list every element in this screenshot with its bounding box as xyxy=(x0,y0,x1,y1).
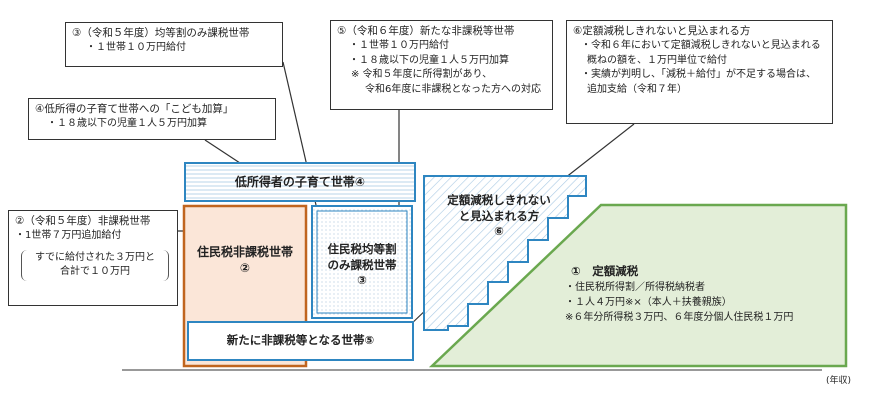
kosodate-label: 低所得者の子育て世帯④ xyxy=(234,175,366,189)
hikazei-label-2: ② xyxy=(239,261,251,276)
callout-6-line-2: 概ねの額を、１万円単位で給付 xyxy=(587,54,727,66)
callout-4: ④低所得の子育て世帯への「こども加算」 ・１８歳以下の児童１人５万円加算 xyxy=(28,98,276,140)
axis-label: (年収) xyxy=(826,376,852,386)
callout-2: ②（令和５年度）非課税世帯 ・1世帯７万円追加給付 すでに給付された３万円と 合… xyxy=(8,210,178,306)
callout-6-line-4: 追加支給（令和７年） xyxy=(587,83,687,95)
callout-6-title: ⑥定額減税しきれないと見込まれる方 xyxy=(573,25,751,37)
callout-2-title: ②（令和５年度）非課税世帯 xyxy=(15,215,151,227)
staircase-6 xyxy=(423,175,587,331)
shiki-label-2: と見込まれる方 xyxy=(458,208,540,223)
genzei-line-2: ・１人４万円※×（本人＋扶養親族） xyxy=(565,297,732,309)
callout-4-title: ④低所得の子育て世帯への「こども加算」 xyxy=(35,103,234,115)
callout-3: ③（令和５年度）均等割のみ課税世帯 ・１世帯１０万円給付 xyxy=(65,22,283,67)
connector-4 xyxy=(204,139,244,166)
hikazei-label-1: 住民税非課税世帯 xyxy=(196,245,293,259)
callout-5-title: ⑤（令和６年度）新たな非課税等世帯 xyxy=(337,25,515,37)
callout-2-note-1: すでに給付された３万円と xyxy=(34,251,156,263)
genzei-text: ① 定額減税 ・住民税所得割／所得税納税者 ・１人４万円※×（本人＋扶養親族） … xyxy=(565,263,840,325)
callout-3-title: ③（令和５年度）均等割のみ課税世帯 xyxy=(72,27,250,39)
callout-5-line-1: ・１世帯１０万円給付 xyxy=(349,40,449,52)
kintou-label-2: のみ課税世帯 xyxy=(327,257,397,272)
genzei-line-1: ・住民税所得割／所得税納税者 xyxy=(565,282,705,294)
callout-2-note: すでに給付された３万円と 合計で１０万円 xyxy=(21,249,169,281)
kintou-label-3: ③ xyxy=(357,273,367,288)
callout-6-line-1: ・令和６年において定額減税しきれないと見込まれる xyxy=(581,40,821,52)
callout-2-line: ・1世帯７万円追加給付 xyxy=(15,230,122,242)
callout-3-line: ・１世帯１０万円給付 xyxy=(86,42,186,54)
callout-2-note-2: 合計で１０万円 xyxy=(60,266,130,278)
callout-5-line-2: ・１８歳以下の児童１人５万円加算 xyxy=(349,54,509,66)
genzei-title: ① 定額減税 xyxy=(571,264,639,278)
shiki-label: 定額減税しきれない と見込まれる方 ⑥ xyxy=(424,193,574,240)
genzei-line-3: ※６年分所得税３万円、６年度分個人住民税１万円 xyxy=(565,312,794,324)
shinhikazei-label: 新たに非課税等となる世帯⑤ xyxy=(226,333,375,347)
callout-6: ⑥定額減税しきれないと見込まれる方 ・令和６年において定額減税しきれないと見込ま… xyxy=(566,20,833,124)
hikazei-label: 住民税非課税世帯 ② xyxy=(184,244,306,276)
callout-5: ⑤（令和６年度）新たな非課税等世帯 ・１世帯１０万円給付 ・１８歳以下の児童１人… xyxy=(330,20,553,110)
shiki-label-1: 定額減税しきれない xyxy=(447,193,551,207)
callout-5-line-3: ※ 令和５年度に所得割があり、 xyxy=(351,69,493,81)
callout-5-line-4: 令和6年度に非課税となった方への対応 xyxy=(365,83,542,95)
kintou-label-1: 住民税均等割 xyxy=(327,242,397,256)
callout-4-line: ・１８歳以下の児童１人５万円加算 xyxy=(47,118,207,130)
kintou-label: 住民税均等割 のみ課税世帯 ③ xyxy=(312,242,412,289)
genzei-shape xyxy=(428,203,848,368)
callout-6-line-3: ・実績が判明し、「減税＋給付」が不足する場合は、 xyxy=(581,69,816,81)
shinhikazei-box xyxy=(187,321,414,361)
shiki-label-3: ⑥ xyxy=(494,224,504,239)
kosodate-band xyxy=(184,162,416,202)
kintou-box xyxy=(311,205,413,319)
